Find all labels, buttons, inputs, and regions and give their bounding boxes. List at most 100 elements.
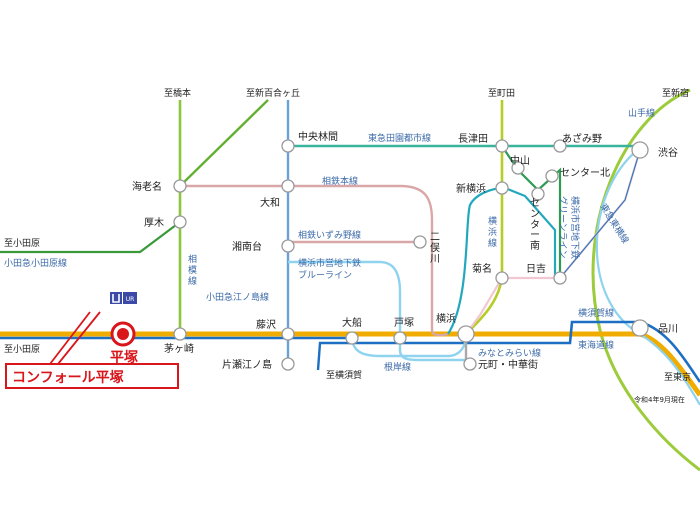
callout-pointer <box>49 311 101 365</box>
svg-text:模: 模 <box>188 265 197 276</box>
node-futamatagawa[interactable] <box>413 235 427 249</box>
dest-odawara-mid: 至小田原 <box>4 344 40 355</box>
node-motomachi[interactable] <box>463 357 477 371</box>
label-chigasaki: 茅ヶ崎 <box>164 342 194 355</box>
hiratsuka-marker-inner <box>117 328 129 340</box>
station-nodes <box>173 139 649 371</box>
label-ofuna: 大船 <box>342 316 362 329</box>
yokosuka-branch <box>316 341 352 371</box>
svg-text:ン: ン <box>530 209 540 220</box>
svg-text:南: 南 <box>530 239 540 252</box>
node-center-kita[interactable] <box>545 169 559 183</box>
odakyu-odawara-line <box>0 221 181 254</box>
svg-text:線: 線 <box>188 275 197 287</box>
property-callout-box <box>5 363 179 389</box>
svg-text:グリーンライン: グリーンライン <box>557 196 569 259</box>
line-odakyu-enoshima: 小田急江ノ島線 <box>206 291 269 303</box>
label-shibuya: 渋谷 <box>658 146 678 159</box>
node-hiyoshi[interactable] <box>553 271 567 285</box>
yamanote-line <box>591 88 700 472</box>
dest-yokosuka: 至横須賀 <box>326 369 362 381</box>
line-tokaido: 東海道線 <box>578 339 614 351</box>
node-azamino[interactable] <box>553 139 567 153</box>
node-center-minami[interactable] <box>531 187 545 201</box>
label-yamato: 大和 <box>260 196 280 209</box>
node-shin-yokohama[interactable] <box>495 181 509 195</box>
label-shinagawa: 品川 <box>658 323 678 335</box>
label-chuorinkan: 中央林間 <box>298 130 338 143</box>
svg-text:線: 線 <box>488 237 497 249</box>
label-futamatagawa-3: 川 <box>430 254 440 265</box>
keihin-line <box>595 147 700 406</box>
negishi-line <box>350 335 468 358</box>
node-yokohama[interactable] <box>457 325 475 343</box>
line-yokohama: 横浜線 <box>488 215 497 249</box>
node-kikuna[interactable] <box>495 271 509 285</box>
node-nakayama[interactable] <box>511 161 525 175</box>
line-yokosuka: 横須賀線 <box>578 307 614 319</box>
node-ebina[interactable] <box>173 179 187 193</box>
dest-tokyo: 至東京 <box>664 371 691 383</box>
property-name: コンフォール平塚 <box>12 370 124 386</box>
ur-logo-text-box <box>123 292 137 304</box>
node-shonandai[interactable] <box>281 239 295 253</box>
svg-text:横浜市営地下鉄: 横浜市営地下鉄 <box>569 196 581 259</box>
svg-text:浜: 浜 <box>488 227 497 238</box>
dest-shinjuku: 至新宿 <box>662 87 689 99</box>
footnote: 令和4年9月現在 <box>634 395 685 404</box>
node-shinagawa[interactable] <box>631 319 649 337</box>
label-shonandai: 湘南台 <box>232 240 262 253</box>
label-ebina: 海老名 <box>132 180 162 193</box>
odakyu-shinyuri <box>179 99 269 187</box>
label-center-kita: センター北 <box>560 167 610 179</box>
label-atsugi: 厚木 <box>144 217 164 229</box>
node-chigasaki[interactable] <box>173 327 187 341</box>
line-sotetsu-izumino: 相鉄いずみ野線 <box>298 229 361 241</box>
line-odakyu-odawara: 小田急小田原線 <box>4 257 67 269</box>
node-shibuya[interactable] <box>631 141 649 159</box>
label-nakayama: 中山 <box>510 154 530 167</box>
line-minatomirai: みなとみらい線 <box>478 347 541 359</box>
label-shin-yokohama: 新横浜 <box>456 182 486 195</box>
label-center-minami: センタ ー南 <box>530 197 540 252</box>
label-hiyoshi: 日吉 <box>526 263 546 275</box>
line-blue-2: ブルーライン <box>298 269 352 281</box>
svg-text:ー: ー <box>530 230 540 241</box>
svg-text:セ: セ <box>530 197 540 209</box>
svg-text:横: 横 <box>488 215 497 227</box>
toyoko-line-outline <box>559 149 641 279</box>
line-sotetsu-main: 相鉄本線 <box>322 175 358 187</box>
node-ofuna[interactable] <box>345 331 359 345</box>
label-yokohama: 横浜 <box>436 312 456 325</box>
line-blue-1: 横浜市営地下鉄 <box>298 257 361 269</box>
svg-text:タ: タ <box>530 219 540 231</box>
label-kikuna: 菊名 <box>472 262 492 275</box>
node-totsuka[interactable] <box>393 331 407 345</box>
node-katase[interactable] <box>281 357 295 371</box>
sotetsu-main-line <box>180 184 449 337</box>
blue-line <box>288 260 470 362</box>
dest-odawara-top: 至小田原 <box>4 238 40 249</box>
node-fujisawa[interactable] <box>281 327 295 341</box>
dest-machida: 至町田 <box>488 88 515 99</box>
node-nagatsuta[interactable] <box>495 139 509 153</box>
ur-logo-text: UR <box>126 296 135 303</box>
ur-logo-mark <box>112 294 120 303</box>
line-sagami: 相模線 <box>188 253 197 287</box>
label-azamino: あざみ野 <box>562 132 602 145</box>
label-fujisawa: 藤沢 <box>256 318 276 331</box>
label-futamatagawa-2: 俣 <box>430 241 440 254</box>
node-chuorinkan[interactable] <box>281 139 295 153</box>
node-yamato[interactable] <box>281 179 295 193</box>
node-atsugi[interactable] <box>173 215 187 229</box>
dest-shinyurigaoka: 至新百合ヶ丘 <box>246 87 300 99</box>
line-den-en-toshi: 東急田園都市線 <box>368 132 431 144</box>
line-yamanote: 山手線 <box>628 107 655 119</box>
label-futamatagawa-1: 二 <box>430 232 440 243</box>
svg-text:相: 相 <box>188 253 197 265</box>
label-totsuka: 戸塚 <box>394 317 414 329</box>
line-negishi: 根岸線 <box>384 361 411 373</box>
label-katase: 片瀬江ノ島 <box>222 358 272 371</box>
label-motomachi: 元町・中華街 <box>478 358 538 371</box>
